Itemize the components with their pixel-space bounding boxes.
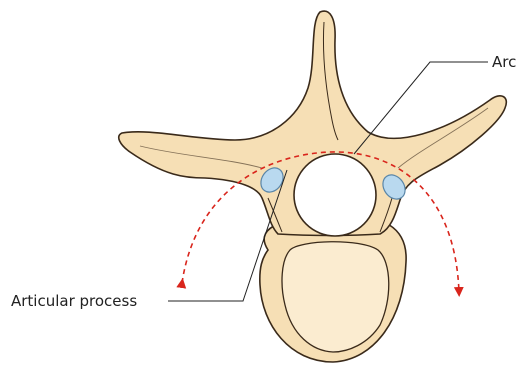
articular-process-label: Articular process bbox=[11, 292, 137, 310]
vertebral-canal bbox=[294, 154, 376, 236]
arc-label: Arc bbox=[492, 53, 516, 71]
